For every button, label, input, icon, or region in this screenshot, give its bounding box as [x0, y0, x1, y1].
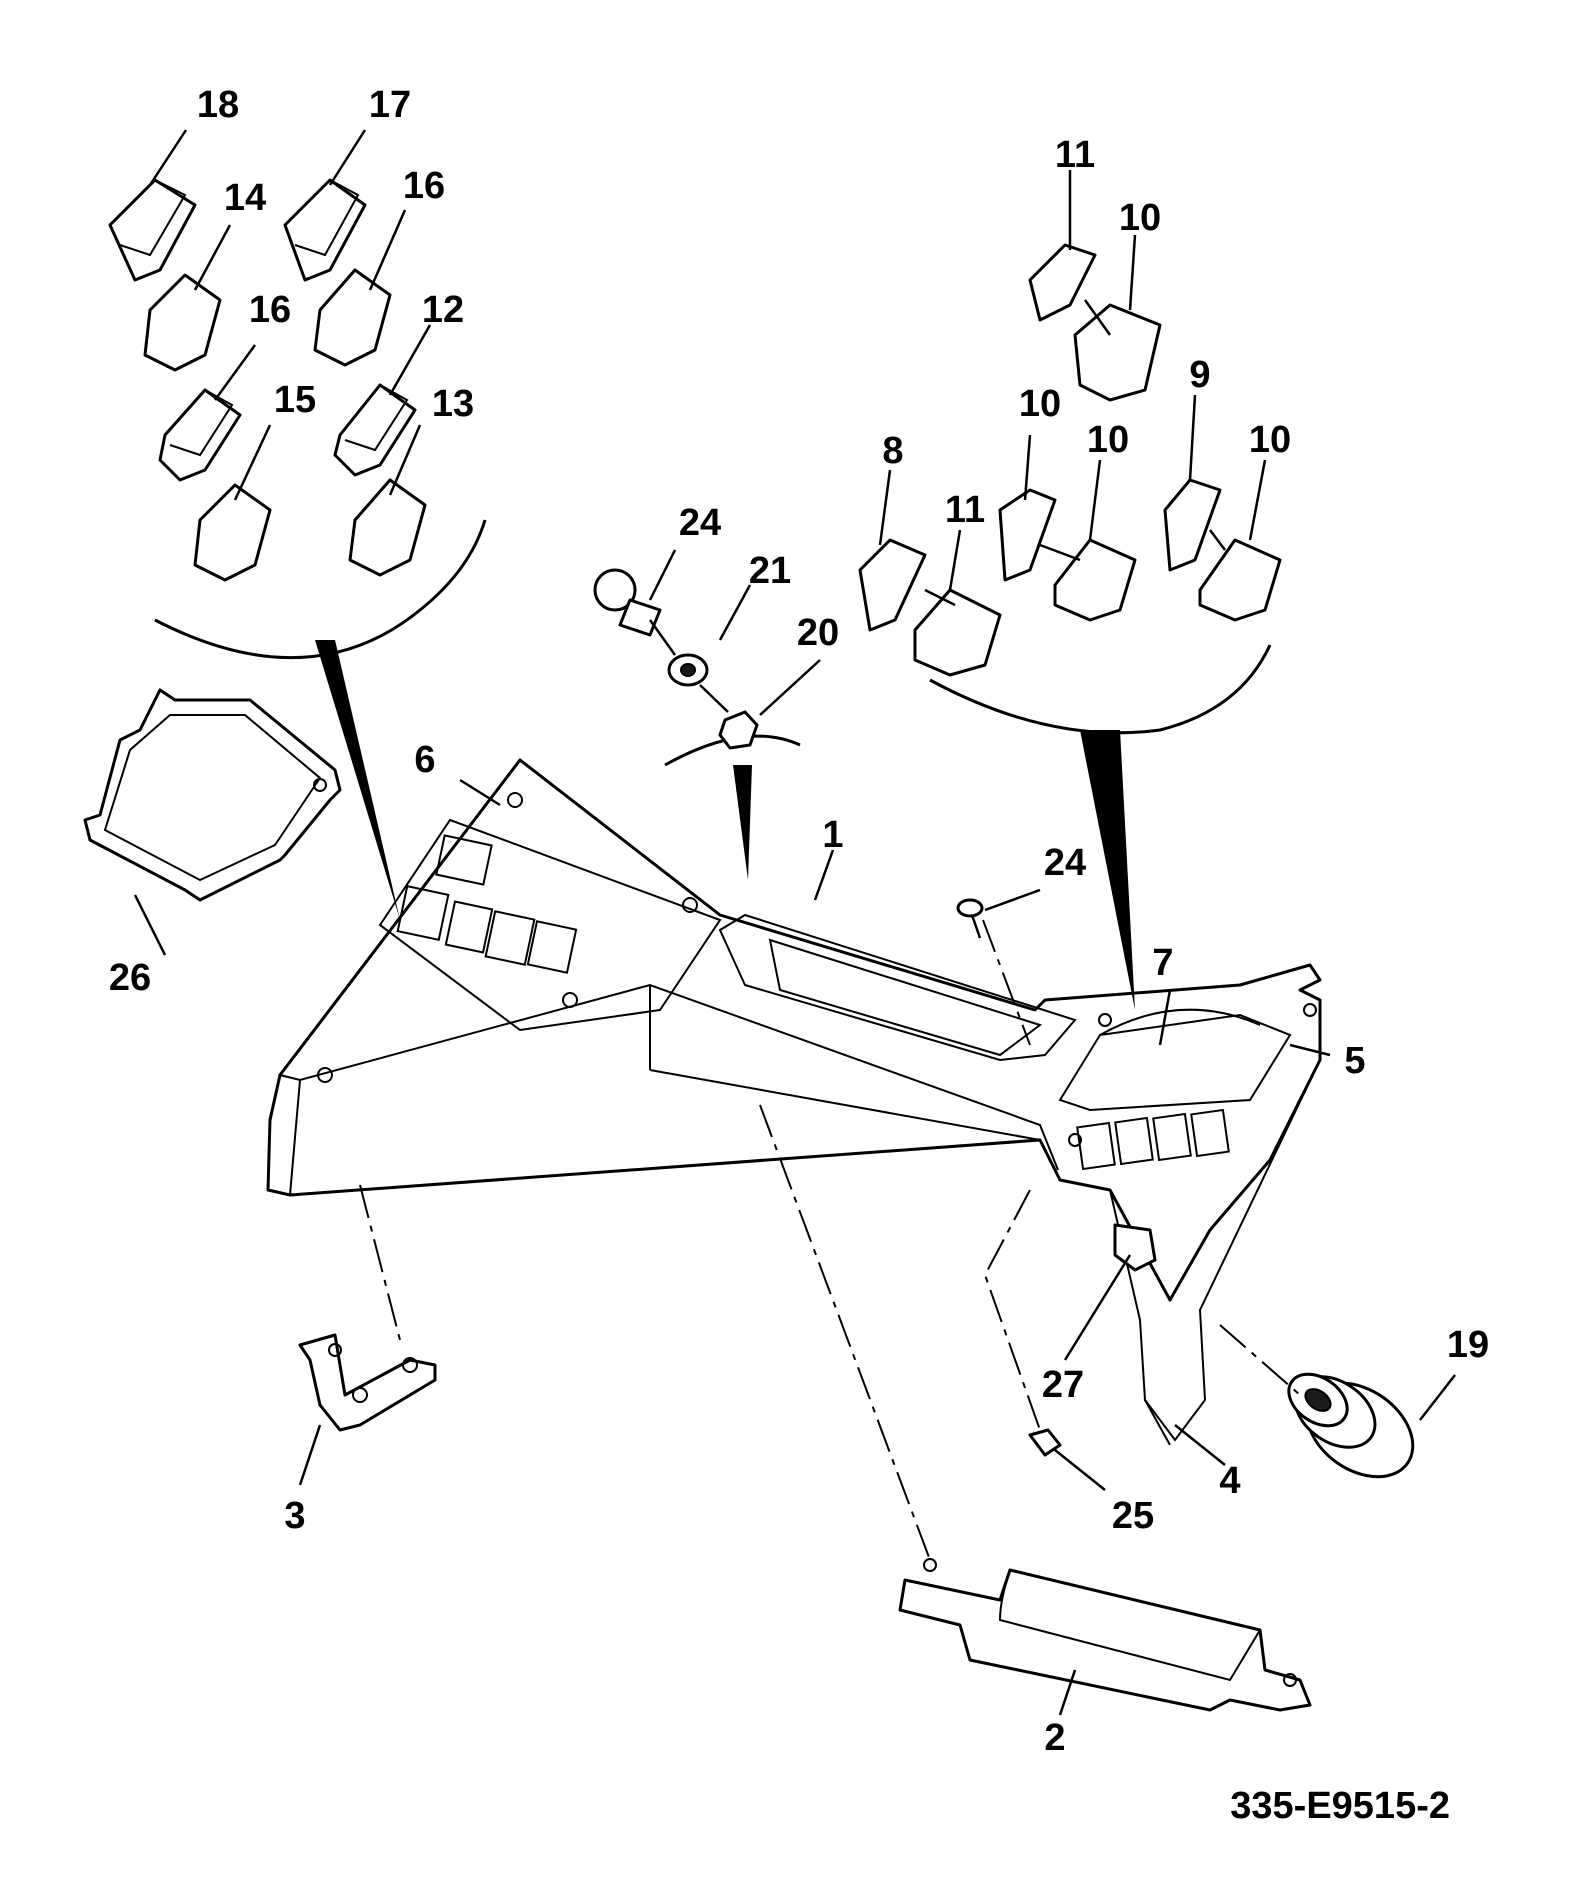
- callout-24: 24: [679, 502, 721, 544]
- gasket: [83, 688, 342, 902]
- callout-14: 12: [422, 289, 464, 331]
- clip-25: [1028, 1428, 1062, 1457]
- callout-10: 10: [1119, 197, 1161, 239]
- callout-4: 4: [1219, 1460, 1240, 1502]
- detail-view-left: [108, 178, 487, 920]
- callout-17: 16: [249, 289, 291, 331]
- callout-15: 13: [432, 383, 474, 425]
- callout-9: 9: [1189, 354, 1210, 396]
- console-panel: [266, 758, 1322, 1446]
- callout-3: 3: [284, 1495, 305, 1537]
- callout-7: 7: [1152, 942, 1173, 984]
- callout-20: 18: [197, 84, 239, 126]
- callout-22: 20: [797, 612, 839, 654]
- callout-1: 1: [822, 814, 843, 856]
- detail-view-fastener: [593, 568, 801, 880]
- assembly-lines: [359, 919, 1301, 1561]
- callout-10: 10: [1249, 419, 1291, 461]
- callout-27: 27: [1042, 1364, 1084, 1406]
- callout-labels: 18 17 14 16 16 12 15 13 11 10 9 10 10 10…: [109, 84, 1489, 1827]
- callout-25: 25: [1112, 1495, 1154, 1537]
- callout-5: 5: [1344, 1040, 1365, 1082]
- cover-plate: [898, 1558, 1312, 1712]
- callout-23: 21: [749, 550, 791, 592]
- callout-10: 10: [1087, 419, 1129, 461]
- detail-view-right: [858, 243, 1282, 1010]
- callout-18: 16: [403, 165, 445, 207]
- callout-13: 11: [945, 489, 985, 531]
- screw-24-lower: [956, 898, 984, 939]
- callout-19: 17: [369, 84, 411, 126]
- callout-6: 6: [414, 739, 435, 781]
- callout-24: 24: [1044, 842, 1086, 884]
- callout-2: 2: [1044, 1717, 1065, 1759]
- drawing-reference-code: 335-E9515-2: [1230, 1785, 1450, 1827]
- callout-21: 19: [1447, 1324, 1489, 1366]
- mounting-bracket: [298, 1333, 437, 1432]
- callout-11: 10: [1019, 383, 1061, 425]
- ignition-switch: [1287, 1372, 1415, 1479]
- callout-16: 15: [274, 379, 316, 421]
- callout-8: 8: [882, 430, 903, 472]
- callout-12: 11: [1055, 134, 1095, 176]
- callout-16: 14: [224, 177, 266, 219]
- callout-26: 26: [109, 957, 151, 999]
- leader-lines: [133, 129, 1456, 1716]
